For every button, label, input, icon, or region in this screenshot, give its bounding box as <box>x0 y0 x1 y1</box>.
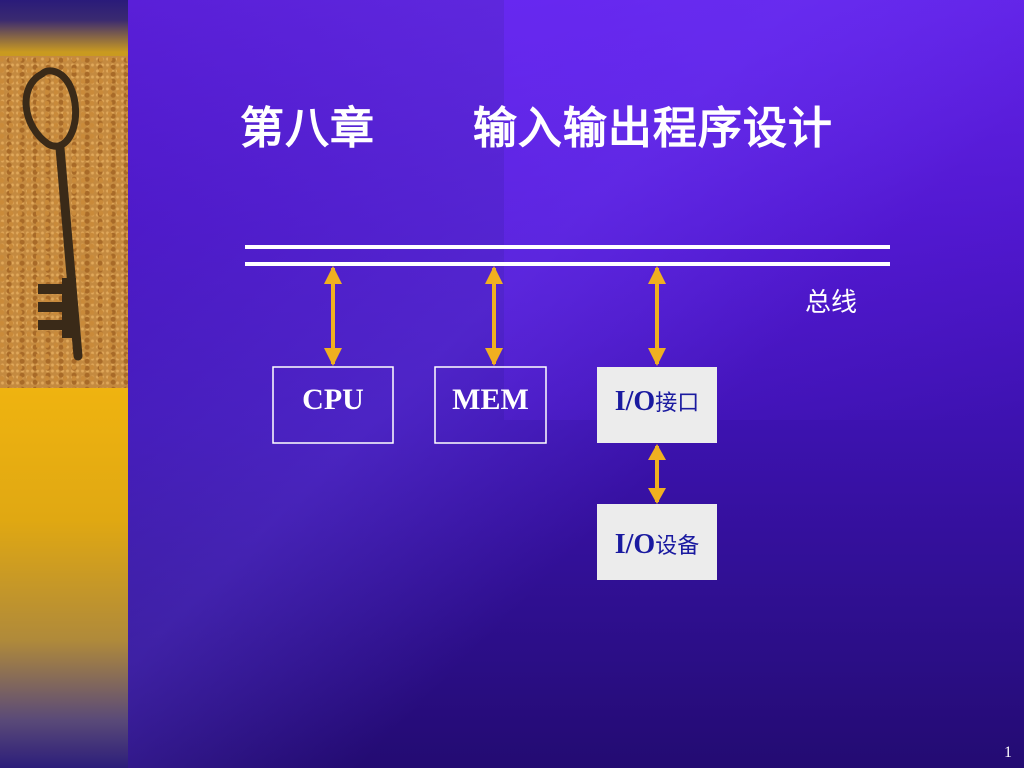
io-device-label: I/O设备 <box>597 528 717 561</box>
cpu-text: CPU <box>302 383 364 416</box>
key-photo <box>0 56 128 388</box>
io-interface-prefix: I/O <box>614 386 656 417</box>
slide-content <box>128 0 1024 768</box>
slide-title: 第八章 输入输出程序设计 <box>240 103 833 154</box>
io-device-suffix: 设备 <box>655 534 700 559</box>
key-icon <box>22 67 83 361</box>
sidebar-top-band <box>0 0 128 56</box>
mem-box <box>434 366 547 444</box>
mem-text: MEM <box>452 383 529 416</box>
io-interface-suffix: 接口 <box>655 391 700 416</box>
io-device-box <box>597 504 717 580</box>
sidebar-decoration <box>0 0 128 768</box>
cpu-box <box>272 366 394 444</box>
mem-label: MEM <box>435 383 546 417</box>
cpu-bus-arrow <box>324 266 342 366</box>
io-device-prefix: I/O <box>614 529 656 560</box>
interface-device-arrow <box>648 444 666 504</box>
io-interface-bus-arrow <box>648 266 666 366</box>
page-number: 1 <box>1004 744 1012 761</box>
mem-bus-arrow <box>485 266 503 366</box>
io-interface-box <box>597 367 717 443</box>
bus-label: 总线 <box>805 288 858 318</box>
cpu-label: CPU <box>273 383 393 417</box>
io-interface-label: I/O接口 <box>597 385 717 418</box>
